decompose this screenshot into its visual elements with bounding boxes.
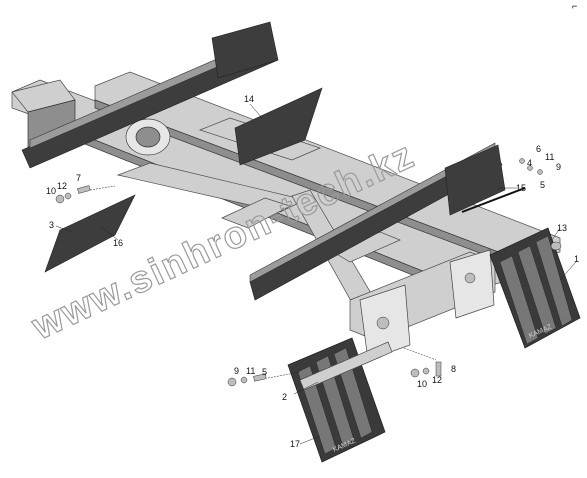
callout-11-left: 11 bbox=[246, 366, 255, 376]
callout-9-left: 9 bbox=[234, 366, 239, 376]
callout-3: 3 bbox=[49, 220, 54, 230]
cross-member-3 bbox=[221, 197, 291, 229]
callout-14: 14 bbox=[244, 94, 254, 104]
mud-flap-left: KAMAZ bbox=[287, 337, 393, 463]
flap-mount-13 bbox=[550, 241, 562, 251]
callout-6: 6 bbox=[536, 144, 541, 154]
callout-10-left: 10 bbox=[46, 186, 56, 196]
callout-16: 16 bbox=[113, 238, 123, 248]
nut-9-left bbox=[227, 377, 237, 387]
washer-11-right bbox=[527, 165, 533, 171]
fasteners bbox=[55, 158, 543, 387]
tow-eye bbox=[376, 316, 390, 330]
flap-rib bbox=[499, 255, 539, 345]
bolt-5-left bbox=[253, 373, 267, 382]
leader-1 bbox=[559, 261, 577, 281]
tow-eye-right bbox=[464, 272, 476, 284]
callout-labels: 1 2 3 4 5 5 6 7 8 9 9 10 10 11 11 12 12 … bbox=[46, 94, 579, 449]
nut-10-right bbox=[410, 368, 420, 378]
front-panel-upper bbox=[211, 21, 279, 79]
leader-3 bbox=[55, 225, 73, 233]
leader-14 bbox=[249, 103, 263, 119]
callout-9-right: 9 bbox=[556, 162, 561, 172]
callout-15: 15 bbox=[516, 183, 526, 193]
callout-12-left: 12 bbox=[57, 181, 67, 191]
callout-4: 4 bbox=[527, 158, 532, 168]
callout-2: 2 bbox=[282, 392, 287, 402]
callout-7: 7 bbox=[76, 173, 81, 183]
leader-lines bbox=[55, 103, 577, 445]
nut-10-left bbox=[55, 194, 65, 204]
mud-flap-right: KAMAZ bbox=[489, 227, 581, 349]
washer-12-left bbox=[64, 192, 72, 200]
strip-15-rod bbox=[461, 187, 526, 213]
leader-5-dash bbox=[267, 371, 301, 379]
coupling-drum-core bbox=[135, 126, 161, 148]
leader-16 bbox=[99, 225, 119, 241]
panel-14 bbox=[234, 87, 323, 166]
mudguard-panels bbox=[21, 21, 526, 301]
bolt-4 bbox=[519, 158, 525, 164]
washer-11-left bbox=[240, 376, 248, 384]
callout-10-right: 10 bbox=[417, 379, 427, 389]
callout-12-right: 12 bbox=[432, 375, 442, 385]
flap-bracket-2 bbox=[299, 341, 393, 391]
callout-8: 8 bbox=[451, 364, 456, 374]
flap-rib bbox=[517, 245, 557, 335]
leader-8-dash bbox=[403, 347, 437, 361]
callout-13: 13 bbox=[557, 223, 567, 233]
bolt-7 bbox=[77, 185, 91, 194]
callout-17: 17 bbox=[290, 439, 300, 449]
washer-12-right bbox=[422, 367, 430, 375]
leader-17 bbox=[299, 435, 321, 445]
leader-13 bbox=[551, 227, 561, 241]
callout-5-left: 5 bbox=[262, 367, 267, 377]
callout-5-right: 5 bbox=[540, 180, 545, 190]
callout-1: 1 bbox=[574, 254, 579, 264]
bolt-8 bbox=[435, 361, 442, 377]
nut-9-right bbox=[537, 169, 543, 175]
corner-mark: ⌐ bbox=[572, 1, 577, 11]
strip-15-panel bbox=[444, 144, 506, 216]
callout-11-right: 11 bbox=[545, 152, 554, 162]
flap-rib bbox=[535, 235, 573, 327]
leader-2 bbox=[293, 381, 319, 395]
rear-bracket-right bbox=[449, 249, 495, 319]
frame-assembly bbox=[11, 71, 561, 361]
leader-7-dash bbox=[89, 185, 116, 191]
panel-16 bbox=[44, 194, 136, 273]
